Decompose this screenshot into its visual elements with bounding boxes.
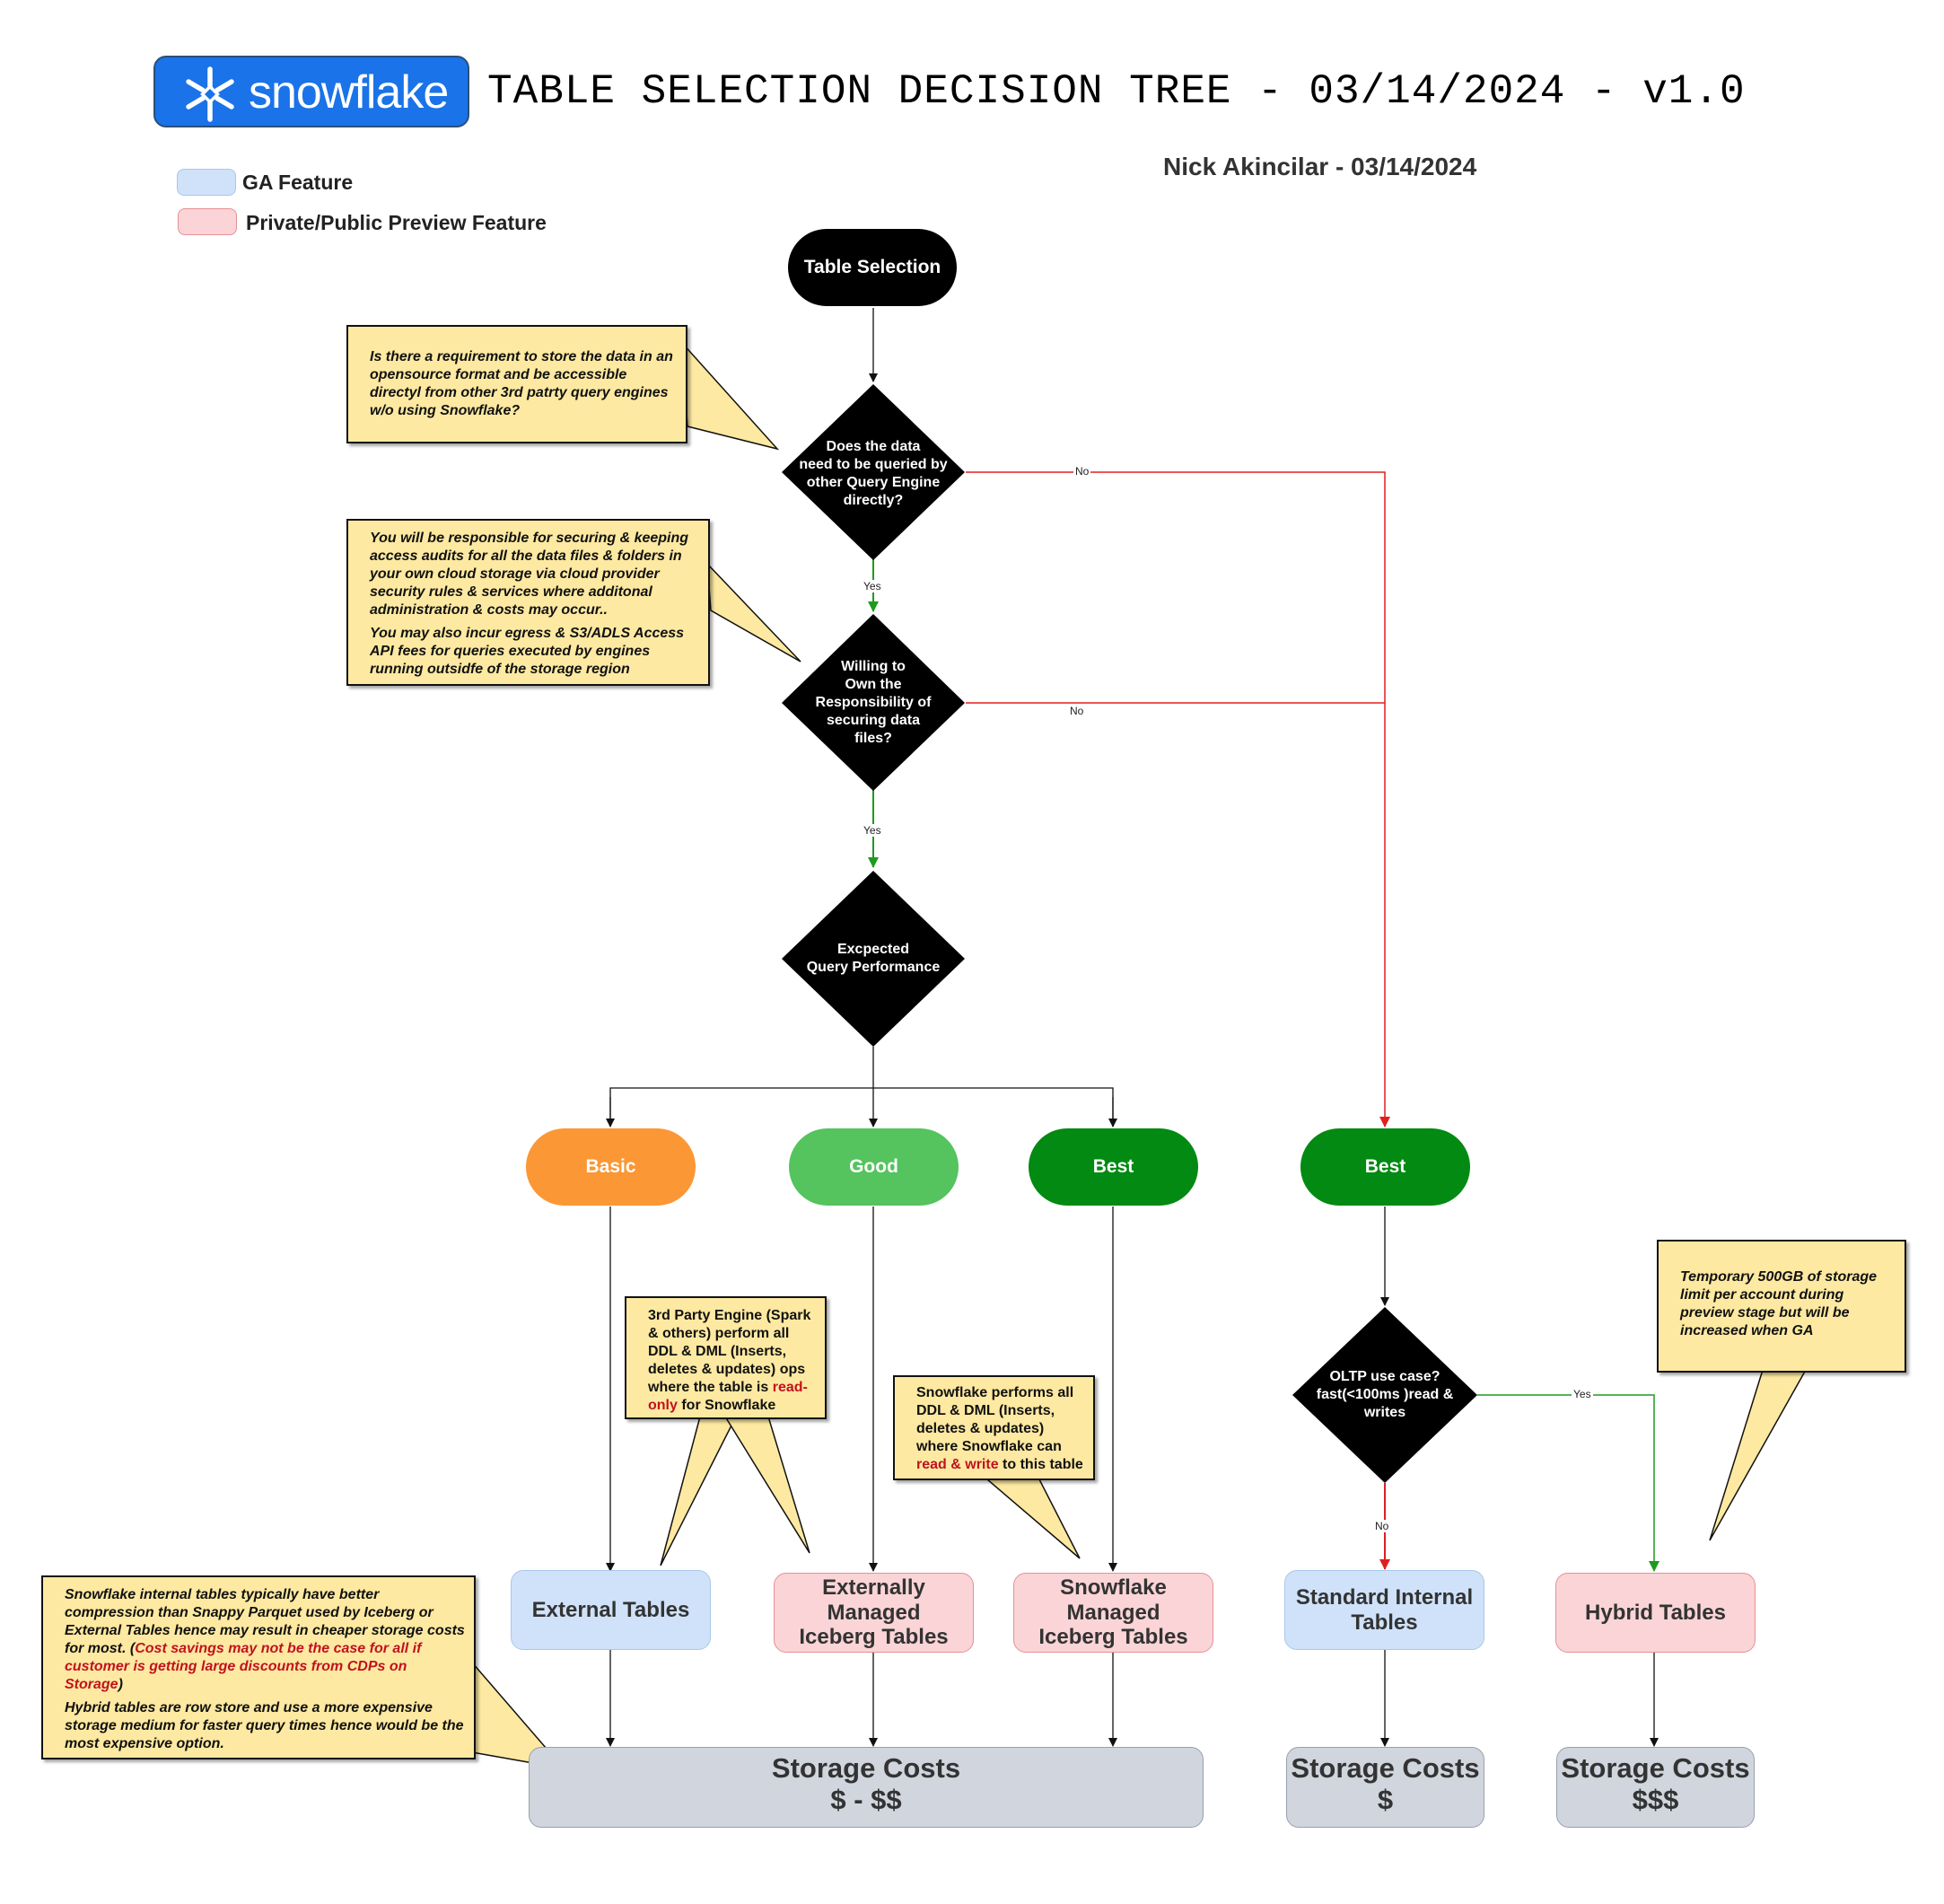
note-responsibility-text-2: You may also incur egress & S3/ADLS Acce…: [370, 626, 685, 677]
note-compression-savings: Cost savings may not be the case for all…: [65, 1641, 422, 1692]
standard-line-2: Tables: [1351, 1610, 1418, 1635]
logo-wordmark: snowflake: [249, 66, 449, 118]
author-line: Nick Akincilar - 03/14/2024: [1163, 153, 1477, 180]
note-third-party-text-1: 3rd Party Engine (Spark & others) perfor…: [648, 1308, 811, 1395]
note-third-party-readonly: read-only: [648, 1380, 808, 1413]
q2-line-1: Willing to: [841, 659, 906, 674]
note-compression-text-3: Hybrid tables are row store and use a mo…: [65, 1700, 464, 1751]
callout-tail-thirdparty-a: [660, 1416, 738, 1566]
edge-label-q2-no: No: [1068, 705, 1086, 717]
q3-line-2: Query Performance: [806, 960, 941, 975]
q4-line-1: OLTP use case?: [1329, 1369, 1440, 1384]
note-temporary: Temporary 500GB of storage limit per acc…: [1657, 1240, 1906, 1373]
q4-line-3: writes: [1363, 1405, 1406, 1420]
q2-line-5: files?: [854, 731, 892, 746]
q1-line-3: other Query Engine: [806, 475, 941, 490]
note-responsibility: You will be responsible for securing & k…: [346, 519, 710, 686]
note-compression: Snowflake internal tables typically have…: [41, 1575, 476, 1759]
edge-label-q2-yes: Yes: [862, 824, 883, 837]
sf-iceberg-line-1: Snowflake Managed: [1060, 1575, 1167, 1625]
edge-q1-no: [966, 471, 1390, 1127]
ext-iceberg-line-2: Iceberg Tables: [799, 1625, 949, 1650]
perf-good: Good: [789, 1128, 959, 1206]
cost-main-value: $ - $$: [830, 1783, 902, 1815]
callout-tail-sfperforms: [985, 1478, 1081, 1559]
cost-standard-value: $: [1377, 1783, 1394, 1815]
edge-label-q1-yes: Yes: [862, 580, 883, 592]
note-sf-performs-text-1: Snowflake performs all DDL & DML (Insert…: [916, 1385, 1074, 1454]
decision-query-engine: Does the data need to be queried by other …: [781, 429, 966, 519]
note-responsibility-text-1: You will be responsible for securing & k…: [370, 531, 689, 618]
note-third-party-text-2: for Snowflake: [677, 1398, 776, 1413]
note-compression-text-2: ): [118, 1677, 123, 1692]
decision-responsibility-shape: [782, 614, 965, 791]
sf-iceberg-line-2: Iceberg Tables: [1038, 1625, 1188, 1650]
legend-ga-swatch: [177, 169, 236, 196]
cost-hybrid-value: $$$: [1632, 1783, 1679, 1815]
decision-oltp-shape: [1292, 1307, 1477, 1483]
note-third-party: 3rd Party Engine (Spark & others) perfor…: [625, 1296, 827, 1419]
q1-line-2: need to be queried by: [799, 457, 948, 472]
note-opensource-text: Is there a requirement to store the data…: [370, 349, 673, 418]
legend-ga-label: GA Feature: [242, 171, 354, 194]
start-node: Table Selection: [788, 229, 957, 306]
perf-best: Best: [1029, 1128, 1198, 1206]
q2-line-2: Own the: [845, 677, 902, 692]
q1-line-1: Does the data: [826, 439, 921, 454]
note-temporary-text: Temporary 500GB of storage limit per acc…: [1680, 1269, 1878, 1338]
snowflake-icon: [186, 66, 234, 122]
cost-standard-label: Storage Costs: [1291, 1752, 1480, 1784]
legend-preview-label: Private/Public Preview Feature: [246, 211, 547, 234]
q2-line-4: securing data: [826, 713, 921, 728]
perf-basic: Basic: [526, 1128, 696, 1206]
standard-line-1: Standard Internal: [1295, 1584, 1474, 1610]
hybrid-tables: Hybrid Tables: [1555, 1573, 1756, 1653]
note-compression-text-1: Snowflake internal tables typically have…: [65, 1587, 465, 1656]
decision-oltp: OLTP use case? fast(<100ms )read & writes: [1292, 1359, 1477, 1431]
q4-line-2: fast(<100ms )read &: [1316, 1387, 1454, 1402]
cost-hybrid-label: Storage Costs: [1561, 1752, 1750, 1784]
edge-label-q4-no: No: [1373, 1520, 1391, 1532]
callout-tail-thirdparty-b: [723, 1416, 810, 1554]
legend-preview-swatch: [178, 208, 237, 235]
storage-costs-standard: Storage Costs $: [1286, 1747, 1484, 1828]
note-sf-performs-text-2: to this table: [998, 1457, 1083, 1472]
ext-iceberg-line-1: Externally Managed: [822, 1575, 925, 1625]
external-tables: External Tables: [511, 1570, 711, 1650]
q2-line-3: Responsibility of: [815, 695, 932, 710]
storage-costs-hybrid: Storage Costs $$$: [1556, 1747, 1755, 1828]
edge-label-q1-no: No: [1073, 465, 1091, 478]
edge-q4-yes: [1477, 1394, 1659, 1572]
callout-tail-opensource: [681, 340, 780, 451]
snowflake-logo: snowflake: [153, 56, 469, 127]
edge-q3-basic: [609, 1087, 1114, 1127]
note-sf-performs: Snowflake performs all DDL & DML (Insert…: [893, 1375, 1095, 1480]
page-title: TABLE SELECTION DECISION TREE - 03/14/20…: [487, 68, 1746, 115]
edge-label-q4-yes: Yes: [1572, 1388, 1593, 1400]
callout-tail-temporary: [1709, 1369, 1808, 1541]
decision-query-engine-shape: [782, 384, 965, 560]
note-sf-performs-readwrite: read & write: [916, 1457, 999, 1472]
decision-performance-shape: [782, 871, 965, 1047]
q3-line-1: Excpected: [836, 942, 910, 957]
storage-costs-main: Storage Costs $ - $$: [529, 1747, 1204, 1828]
cost-main-label: Storage Costs: [771, 1752, 961, 1784]
note-opensource: Is there a requirement to store the data…: [346, 325, 687, 443]
perf-best-oltp: Best: [1300, 1128, 1470, 1206]
q1-line-4: directly?: [843, 493, 904, 508]
